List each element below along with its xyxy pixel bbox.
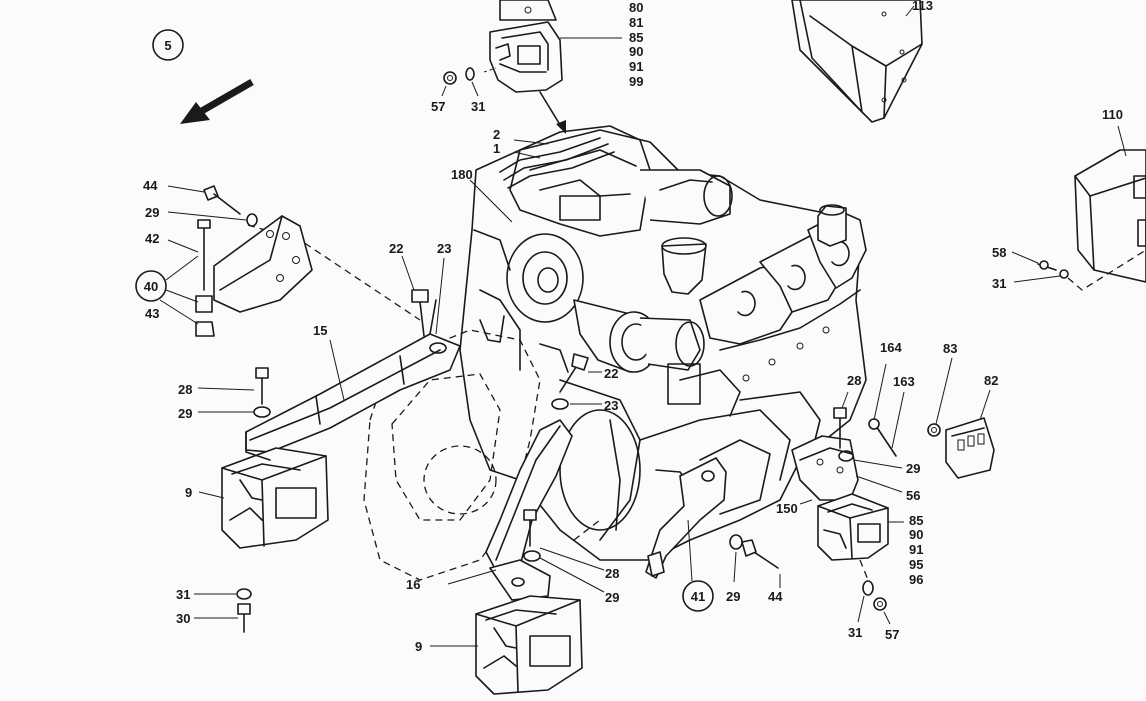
callout-9: 9 xyxy=(415,639,422,654)
figure-number-badge: 5 xyxy=(152,29,184,61)
callout-57: 57 xyxy=(885,627,899,642)
callout-31: 31 xyxy=(176,587,190,602)
callout-83: 83 xyxy=(943,341,957,356)
top-engine-mount xyxy=(483,0,622,134)
callout-44: 44 xyxy=(143,178,158,193)
callout-90: 90 xyxy=(629,44,643,59)
callout-164: 164 xyxy=(880,340,902,355)
callout-29: 29 xyxy=(605,590,619,605)
bolt-44-left xyxy=(167,185,258,227)
callout-29: 29 xyxy=(178,406,192,421)
callout-29: 29 xyxy=(726,589,740,604)
guard-113 xyxy=(791,0,923,123)
callout-85: 85 xyxy=(629,30,643,45)
callout-90: 90 xyxy=(909,527,923,542)
bolt-22-left xyxy=(401,255,445,337)
callout-23: 23 xyxy=(604,398,618,413)
callout-43: 43 xyxy=(145,306,159,321)
callout-31: 31 xyxy=(848,625,862,640)
callout-91: 91 xyxy=(629,59,643,74)
callout-41: 41 xyxy=(691,589,705,604)
callout-29: 29 xyxy=(145,205,159,220)
callout-110: 110 xyxy=(1102,107,1123,122)
callout-58: 58 xyxy=(992,245,1006,260)
direction-arrow-icon xyxy=(180,78,254,124)
callout-28: 28 xyxy=(847,373,861,388)
callout-80: 80 xyxy=(629,0,643,15)
callout-15: 15 xyxy=(313,323,327,338)
callout-56: 56 xyxy=(906,488,920,503)
callout-150: 150 xyxy=(776,501,798,516)
callout-40: 40 xyxy=(144,279,158,294)
bolt-28-left xyxy=(197,367,271,418)
leader-lines xyxy=(469,139,549,223)
callout-2: 2 xyxy=(493,127,500,142)
bolt-30-washer-31 xyxy=(194,588,252,633)
bolt-28-right xyxy=(833,391,903,493)
callout-29: 29 xyxy=(906,461,920,476)
nut-washer-right xyxy=(857,580,891,625)
callout-163: 163 xyxy=(893,374,915,389)
bolt-22-center xyxy=(551,353,602,410)
callout-30: 30 xyxy=(176,611,190,626)
bolt-58 xyxy=(1011,251,1069,283)
support-rail-16 xyxy=(447,419,573,601)
bolt-28-center xyxy=(523,509,605,593)
support-rail-15 xyxy=(245,299,461,453)
callout-95: 95 xyxy=(909,557,923,572)
stop-block-82 xyxy=(945,389,995,479)
dashed-leader-right xyxy=(859,559,869,581)
callout-44: 44 xyxy=(768,589,783,604)
callout-23: 23 xyxy=(437,241,451,256)
callout-28: 28 xyxy=(605,566,619,581)
callout-113: 113 xyxy=(912,0,933,13)
callout-1: 1 xyxy=(493,141,500,156)
bolt-44-right xyxy=(729,534,781,588)
bracket-left-upper xyxy=(213,215,313,313)
callout-16: 16 xyxy=(406,577,420,592)
callout-57: 57 xyxy=(431,99,445,114)
callout-22: 22 xyxy=(389,241,403,256)
callout-22: 22 xyxy=(604,366,618,381)
guard-110 xyxy=(1067,125,1146,291)
bolt-163 xyxy=(868,363,905,457)
callout-180: 180 xyxy=(451,167,473,182)
nut-washer-top xyxy=(441,67,479,97)
callout-85: 85 xyxy=(909,513,923,528)
callout-circle-40 xyxy=(135,255,199,325)
callout-42: 42 xyxy=(145,231,159,246)
callout-99: 99 xyxy=(629,74,643,89)
callout-81: 81 xyxy=(629,15,643,30)
callout-96: 96 xyxy=(909,572,923,587)
engine-mount-9-upper xyxy=(198,431,329,549)
engine-mount-right xyxy=(817,493,904,561)
figure-number: 5 xyxy=(164,38,171,53)
callout-82: 82 xyxy=(984,373,998,388)
callout-9: 9 xyxy=(185,485,192,500)
callout-91: 91 xyxy=(909,542,923,557)
bracket-41 xyxy=(645,457,727,612)
stud-42 xyxy=(167,219,215,337)
bracket-150 xyxy=(791,435,859,505)
nut-83 xyxy=(927,357,953,437)
callout-31: 31 xyxy=(471,99,485,114)
engine-mount-9-lower xyxy=(430,595,583,695)
callout-28: 28 xyxy=(178,382,192,397)
dashed-leader-center xyxy=(573,519,601,541)
callout-labels: 80 81 85 90 91 99 57 31 113 110 58 31 2 … xyxy=(143,0,1123,654)
callout-31: 31 xyxy=(992,276,1006,291)
